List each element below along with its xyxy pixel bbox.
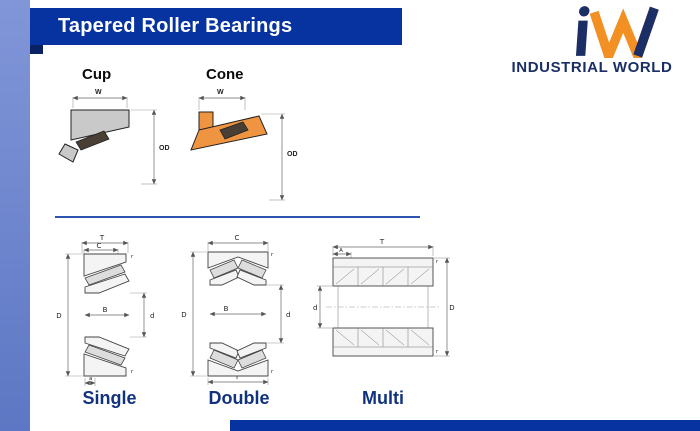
cup-flange	[58, 143, 79, 163]
svg-text:D: D	[56, 312, 61, 320]
caption-multi: Multi	[362, 388, 404, 408]
cup-w-dimension: W	[72, 89, 128, 108]
title-bar: Tapered Roller Bearings	[30, 8, 402, 45]
svg-text:d: d	[150, 312, 154, 320]
svg-text:T: T	[99, 234, 105, 242]
svg-text:r: r	[131, 254, 134, 260]
single-row-drawing: T C D d B a r r	[56, 234, 154, 386]
footer-accent-bar	[230, 420, 700, 431]
svg-text:A: A	[339, 248, 343, 254]
svg-text:D: D	[181, 311, 186, 319]
svg-text:B: B	[103, 306, 108, 314]
caption-double: Double	[208, 388, 270, 408]
svg-text:W: W	[95, 89, 102, 96]
cone-w-dimension: W	[198, 89, 246, 110]
svg-text:D: D	[449, 304, 454, 312]
multi-section	[326, 257, 440, 357]
page-title: Tapered Roller Bearings	[58, 15, 293, 37]
single-dimensions: T C D d B a r r	[56, 234, 154, 386]
cone-label: Cone	[206, 66, 244, 83]
svg-text:T: T	[234, 373, 240, 381]
cone-diagram: W OD	[190, 89, 298, 201]
cup-label: Cup	[82, 66, 112, 83]
svg-text:C: C	[235, 234, 240, 242]
left-accent-strip	[0, 0, 30, 431]
cup-od-dimension: OD	[131, 109, 170, 185]
title-bar-notch	[30, 45, 43, 54]
svg-text:r: r	[436, 349, 439, 355]
single-section	[83, 253, 130, 377]
cone-od-dimension: OD	[261, 113, 298, 201]
svg-text:d: d	[286, 311, 290, 319]
svg-text:r: r	[271, 252, 274, 258]
cup-diagram: W OD	[58, 89, 170, 185]
svg-text:OD: OD	[287, 151, 298, 158]
svg-text:W: W	[217, 89, 224, 96]
svg-text:C: C	[97, 242, 102, 250]
cup-roller	[75, 130, 110, 151]
double-row-drawing: C D d B T r r	[181, 234, 290, 385]
multi-row-drawing: T A D d r r	[313, 238, 455, 357]
brand-logo: INDUSTRIAL WORLD	[486, 4, 698, 76]
double-dimensions: C D d B T r r	[181, 234, 290, 385]
svg-text:r: r	[271, 369, 274, 375]
cup-ring	[70, 109, 130, 141]
svg-text:r: r	[131, 369, 134, 375]
svg-text:r: r	[436, 259, 439, 265]
double-section	[207, 251, 269, 377]
multi-dimensions: T A D d r r	[313, 238, 455, 357]
brand-name: INDUSTRIAL WORLD	[511, 59, 673, 76]
section-divider	[55, 216, 420, 218]
svg-text:d: d	[313, 304, 317, 312]
svg-text:a: a	[89, 376, 92, 382]
caption-single: Single	[82, 388, 137, 408]
cone-roller	[219, 121, 249, 140]
svg-text:B: B	[224, 305, 229, 313]
svg-text:T: T	[379, 238, 385, 246]
iw-logo-icon	[575, 6, 659, 58]
svg-text:OD: OD	[159, 145, 170, 152]
